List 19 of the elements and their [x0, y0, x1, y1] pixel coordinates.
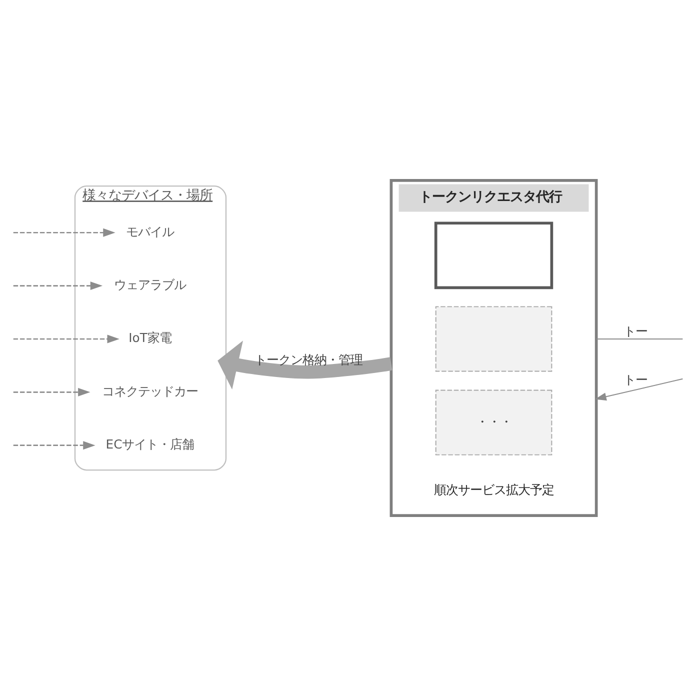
node-box: ・・・: [435, 390, 552, 456]
node-text: ウェアラブル: [114, 278, 186, 292]
arrow: [13, 228, 116, 237]
edge-label: トークン格納・管理: [254, 353, 363, 368]
node-text: IoT家電: [128, 331, 172, 346]
arrow: [13, 282, 103, 290]
edge-label: トー: [624, 324, 648, 339]
arrow: [594, 378, 684, 401]
arrow: [13, 441, 96, 450]
arrow: [13, 334, 120, 344]
node-box: [435, 306, 552, 372]
node-text: ECサイト・店舗: [106, 438, 194, 452]
node-text: コネクテッドカー: [102, 384, 198, 398]
node-text: モバイル: [126, 224, 174, 239]
connector: [596, 338, 684, 340]
edge-label: トー: [624, 372, 648, 387]
arrow: [13, 388, 90, 396]
node-box: [434, 222, 554, 290]
arrow: [218, 340, 392, 390]
